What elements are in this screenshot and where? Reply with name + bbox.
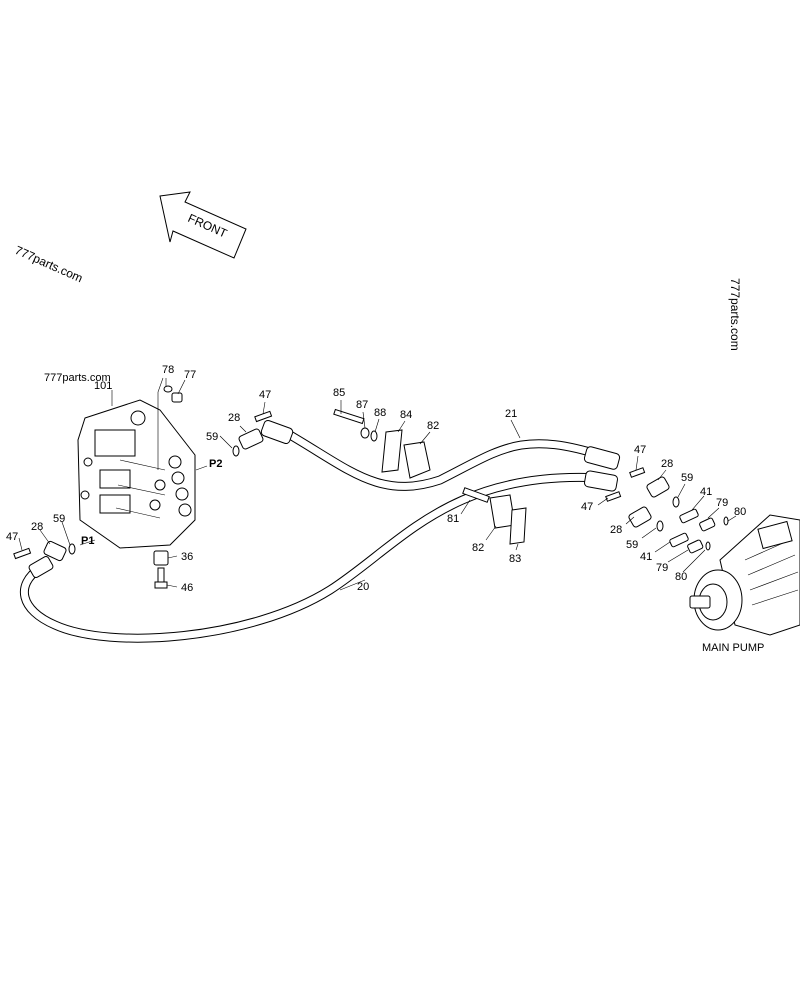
label-59-right-lower: 59 bbox=[626, 539, 638, 551]
label-80-upper: 80 bbox=[734, 506, 746, 518]
label-28-upper-left: 28 bbox=[228, 412, 240, 424]
bolt-47-p1 bbox=[13, 547, 32, 560]
bolt-85 bbox=[333, 408, 365, 425]
label-77: 77 bbox=[184, 369, 196, 381]
watermark-small: 777parts.com bbox=[44, 372, 111, 384]
o-ring-80-lower bbox=[705, 541, 711, 551]
plug-77 bbox=[171, 392, 183, 403]
label-78: 78 bbox=[162, 364, 174, 376]
label-59-p1: 59 bbox=[53, 513, 65, 525]
watermark-left: 777parts.com bbox=[13, 243, 85, 285]
hose-20-fitting-right bbox=[583, 470, 619, 492]
label-47-right-upper: 47 bbox=[634, 444, 646, 456]
nut-88 bbox=[370, 430, 378, 442]
label-79-upper: 79 bbox=[716, 497, 728, 509]
hose-20 bbox=[19, 472, 601, 643]
label-28-right-lower: 28 bbox=[610, 524, 622, 536]
hose-21-fitting-right bbox=[583, 446, 621, 470]
bolt-47-right-upper bbox=[629, 467, 646, 478]
o-ring-80-upper bbox=[723, 516, 729, 526]
o-ring-59-right-lower bbox=[656, 520, 664, 532]
label-20: 20 bbox=[357, 581, 369, 593]
front-arrow: FRONT bbox=[159, 191, 247, 259]
label-47-right-lower: 47 bbox=[581, 501, 593, 513]
label-41-upper: 41 bbox=[700, 486, 712, 498]
adapter-41-upper bbox=[679, 508, 699, 524]
spacer-36 bbox=[153, 550, 169, 566]
label-101: 101 bbox=[94, 380, 112, 392]
label-81: 81 bbox=[447, 513, 459, 525]
hose-21 bbox=[287, 431, 602, 491]
leader-lines bbox=[18, 377, 737, 591]
fitting-79-lower bbox=[687, 539, 704, 554]
label-84: 84 bbox=[400, 409, 412, 421]
clamp-82-upper bbox=[403, 441, 431, 479]
o-ring-59-p1 bbox=[68, 543, 76, 555]
label-main-pump: MAIN PUMP bbox=[702, 642, 764, 654]
flange-28-p1 bbox=[43, 540, 67, 562]
label-28-right-upper: 28 bbox=[661, 458, 673, 470]
flange-28-right-upper bbox=[646, 476, 670, 498]
bolt-47-upper-left bbox=[254, 410, 273, 423]
label-79-lower: 79 bbox=[656, 562, 668, 574]
control-valve-101 bbox=[77, 399, 196, 549]
label-59-right-upper: 59 bbox=[681, 472, 693, 484]
o-ring-59-upper-left bbox=[232, 445, 240, 457]
flange-28-right-lower bbox=[628, 506, 652, 528]
washer-87 bbox=[360, 427, 370, 439]
label-46: 46 bbox=[181, 582, 193, 594]
hose-20-fitting-left bbox=[28, 556, 54, 578]
label-87: 87 bbox=[356, 399, 368, 411]
watermark-right: 777parts.com bbox=[728, 278, 742, 351]
label-85: 85 bbox=[333, 387, 345, 399]
clamp-plate-84 bbox=[381, 429, 403, 473]
label-21: 21 bbox=[505, 408, 517, 420]
label-82-lower: 82 bbox=[472, 542, 484, 554]
o-ring-78 bbox=[163, 385, 173, 393]
label-80-lower: 80 bbox=[675, 571, 687, 583]
label-p1: P1 bbox=[81, 535, 94, 547]
label-47-p1: 47 bbox=[6, 531, 18, 543]
label-p2: P2 bbox=[209, 458, 222, 470]
hose-21-fitting-left bbox=[260, 419, 294, 445]
label-83: 83 bbox=[509, 553, 521, 565]
pin-81 bbox=[462, 487, 490, 503]
label-88: 88 bbox=[374, 407, 386, 419]
clamp-plate-83 bbox=[509, 507, 527, 545]
bolt-46 bbox=[154, 567, 168, 589]
o-ring-59-right-upper bbox=[672, 496, 680, 508]
adapter-41-lower bbox=[669, 532, 689, 548]
label-82-upper: 82 bbox=[427, 420, 439, 432]
fitting-79-upper bbox=[699, 517, 716, 532]
flange-28-upper-left bbox=[238, 428, 264, 450]
label-47-upper-left: 47 bbox=[259, 389, 271, 401]
label-41-lower: 41 bbox=[640, 551, 652, 563]
label-59-upper-left: 59 bbox=[206, 431, 218, 443]
bolt-47-right-lower bbox=[605, 491, 622, 502]
main-pump bbox=[689, 514, 800, 636]
label-28-p1: 28 bbox=[31, 521, 43, 533]
label-36: 36 bbox=[181, 551, 193, 563]
